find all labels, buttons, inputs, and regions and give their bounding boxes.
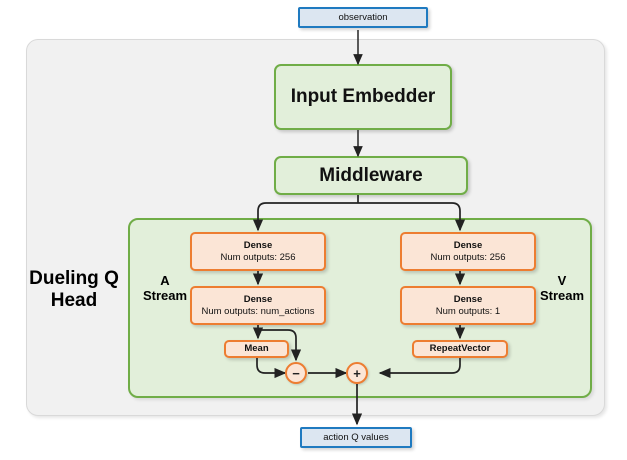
label-v-stream-line2: Stream — [539, 287, 585, 303]
node-v-dense-1-title: Dense — [453, 293, 483, 305]
node-middleware-label: Middleware — [319, 164, 423, 186]
operator-add[interactable]: + — [346, 362, 368, 384]
node-v-dense-256-title: Dense — [453, 239, 483, 251]
node-mean-title: Mean — [244, 343, 269, 354]
node-v-dense-1-subtitle: Num outputs: 1 — [435, 305, 501, 317]
label-a-stream-line1: A — [160, 273, 170, 288]
node-a-dense-256[interactable]: Dense Num outputs: 256 — [190, 232, 326, 271]
operator-subtract-symbol: − — [292, 365, 300, 381]
operator-subtract[interactable]: − — [285, 362, 307, 384]
label-v-stream: V Stream — [533, 273, 591, 304]
node-repeatvector-title: RepeatVector — [429, 343, 491, 354]
label-a-stream-line2: Stream — [142, 287, 188, 303]
node-v-dense-256-subtitle: Num outputs: 256 — [430, 251, 506, 263]
node-input-embedder[interactable]: Input Embedder — [274, 64, 452, 130]
node-a-dense-256-subtitle: Num outputs: 256 — [220, 251, 296, 263]
label-v-stream-line1: V — [557, 273, 567, 288]
node-action-q-values[interactable]: action Q values — [300, 427, 412, 448]
node-observation[interactable]: observation — [298, 7, 428, 28]
node-repeatvector[interactable]: RepeatVector — [412, 340, 508, 358]
node-mean[interactable]: Mean — [224, 340, 289, 358]
node-observation-label: observation — [338, 12, 388, 23]
label-dueling-q-head: Dueling Q Head — [22, 268, 126, 312]
label-dueling-q-head-text: Dueling Q Head — [29, 268, 119, 311]
node-v-dense-1[interactable]: Dense Num outputs: 1 — [400, 286, 536, 325]
node-middleware[interactable]: Middleware — [274, 156, 468, 195]
node-a-dense-num-actions[interactable]: Dense Num outputs: num_actions — [190, 286, 326, 325]
operator-add-symbol: + — [353, 365, 361, 381]
node-action-q-values-label: action Q values — [323, 432, 389, 443]
node-v-dense-256[interactable]: Dense Num outputs: 256 — [400, 232, 536, 271]
node-a-dense-256-title: Dense — [243, 239, 273, 251]
node-a-dense-num-actions-subtitle: Num outputs: num_actions — [201, 305, 315, 317]
node-a-dense-num-actions-title: Dense — [243, 293, 273, 305]
node-input-embedder-label: Input Embedder — [290, 86, 436, 107]
label-a-stream: A Stream — [138, 273, 192, 304]
